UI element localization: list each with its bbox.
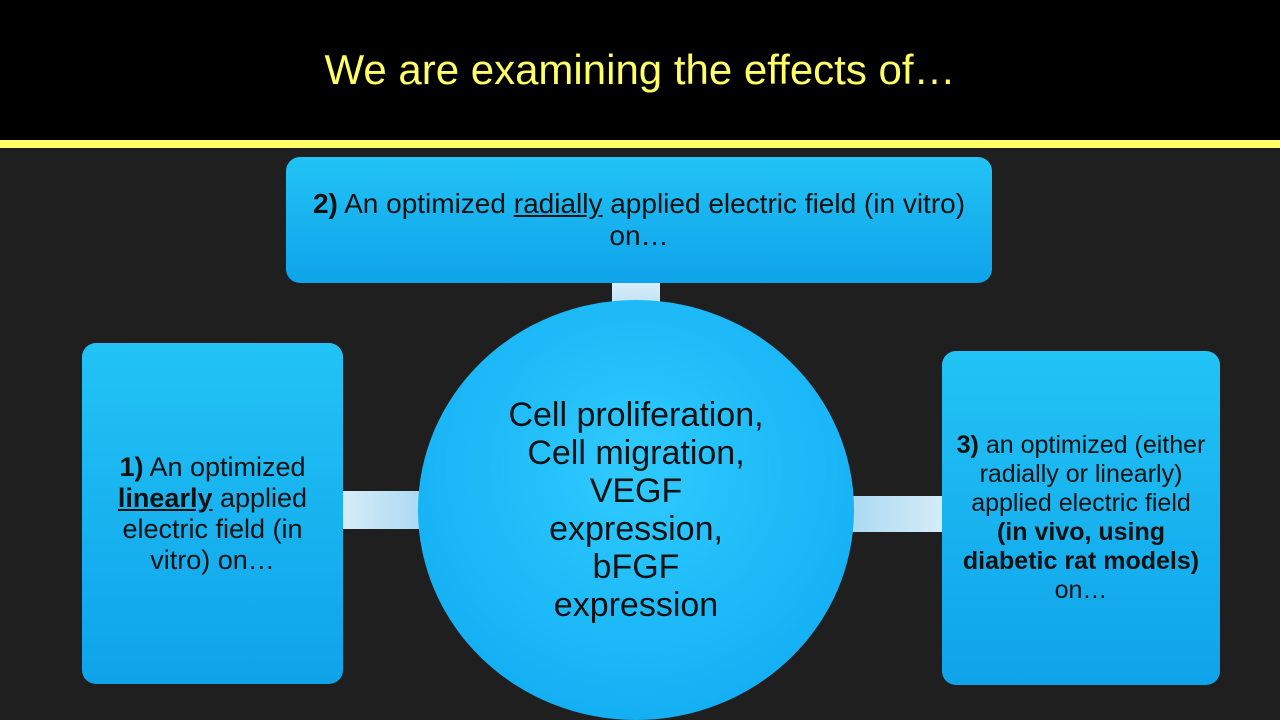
slide-title: We are examining the effects of… [324, 46, 956, 93]
box-in-vivo: 3) an optimized (either radially or line… [942, 351, 1220, 685]
center-line: Cell migration, [527, 434, 745, 472]
box-text: applied electric field (in vitro) on… [609, 188, 966, 251]
box-radial-in-vitro: 2) An optimized radially applied electri… [286, 157, 992, 283]
box-bold-text: (in vivo, using diabetic rat models) [962, 518, 1200, 575]
center-line: VEGF [589, 472, 683, 510]
box-in-vivo-text: 3) an optimized (either radially or line… [956, 431, 1206, 605]
box-text: an optimized (either radially or linearl… [971, 431, 1206, 517]
box-emphasis: linearly [117, 482, 213, 513]
box-number: 3) [956, 431, 979, 459]
box-text: An optimized [344, 188, 506, 219]
center-line: Cell proliferation, [508, 396, 764, 434]
center-line: bFGF [592, 548, 680, 586]
center-outcomes-text: Cell proliferation, Cell migration, VEGF… [508, 396, 763, 624]
box-linear-text: 1) An optimized linearly applied electri… [96, 452, 329, 576]
title-underline [0, 140, 1280, 148]
box-text: An optimized [149, 451, 306, 482]
title-bar [0, 0, 1280, 140]
center-line: expression, [549, 510, 723, 548]
box-text: on… [1054, 576, 1108, 604]
box-number: 2) [312, 188, 338, 219]
center-outcomes-circle: Cell proliferation, Cell migration, VEGF… [418, 300, 854, 720]
center-line: expression [553, 586, 719, 624]
box-radial-text: 2) An optimized radially applied electri… [300, 188, 978, 252]
box-text: applied electric field (in vitro) on… [122, 482, 308, 575]
box-emphasis: radially [513, 188, 603, 219]
box-number: 1) [119, 451, 144, 482]
box-linear-in-vitro: 1) An optimized linearly applied electri… [82, 343, 343, 684]
